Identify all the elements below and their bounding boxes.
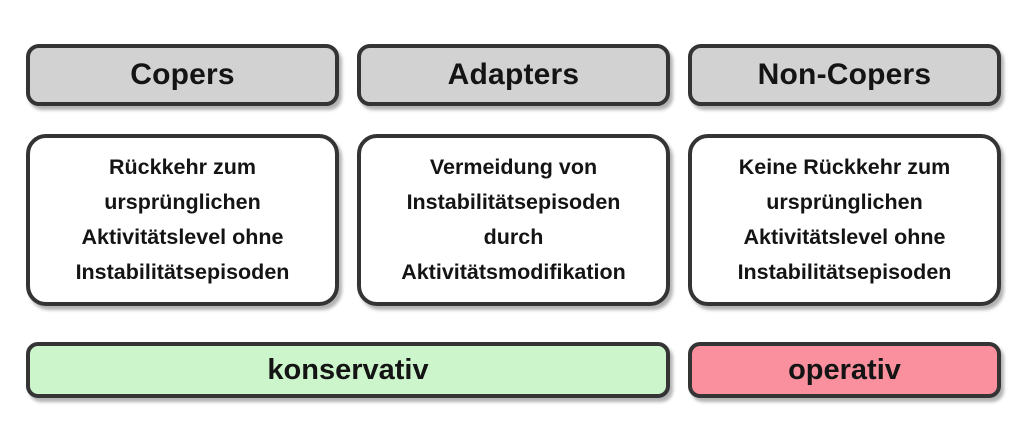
body-line: Aktivitätsmodifikation (401, 259, 626, 284)
treatment-label-operativ: operativ (788, 353, 901, 386)
header-label-adapters: Adapters (447, 58, 580, 91)
body-lines-non-copers: Keine Rückkehr zum ursprünglichen Aktivi… (702, 150, 987, 289)
body-lines-adapters: Vermeidung von Instabilitätsepisoden dur… (371, 150, 656, 289)
body-line: ursprünglichen (766, 190, 923, 215)
header-box-copers: Copers (26, 44, 339, 106)
body-box-non-copers: Keine Rückkehr zum ursprünglichen Aktivi… (688, 134, 1001, 306)
body-line: Instabilitätsepisoden (737, 259, 952, 284)
header-label-copers: Copers (130, 58, 235, 91)
header-label-non-copers: Non-Copers (757, 58, 932, 91)
body-line: durch (483, 225, 544, 249)
body-line: Aktivitätslevel ohne (743, 225, 946, 249)
body-line: ursprünglichen (104, 190, 261, 215)
body-line: Keine Rückkehr zum (738, 155, 951, 180)
header-box-non-copers: Non-Copers (688, 44, 1001, 106)
body-line: Instabilitätsepisoden (75, 259, 290, 284)
header-box-adapters: Adapters (357, 44, 670, 106)
treatment-box-konservativ: konservativ (26, 342, 670, 398)
body-line: Vermeidung von (429, 155, 598, 180)
treatment-label-konservativ: konservativ (267, 353, 429, 386)
body-lines-copers: Rückkehr zum ursprünglichen Aktivitätsle… (40, 150, 325, 289)
body-line: Aktivitätslevel ohne (81, 225, 284, 249)
body-box-adapters: Vermeidung von Instabilitätsepisoden dur… (357, 134, 670, 306)
body-box-copers: Rückkehr zum ursprünglichen Aktivitätsle… (26, 134, 339, 306)
body-line: Rückkehr zum (109, 155, 256, 180)
treatment-box-operativ: operativ (688, 342, 1001, 398)
body-line: Instabilitätsepisoden (406, 190, 621, 215)
